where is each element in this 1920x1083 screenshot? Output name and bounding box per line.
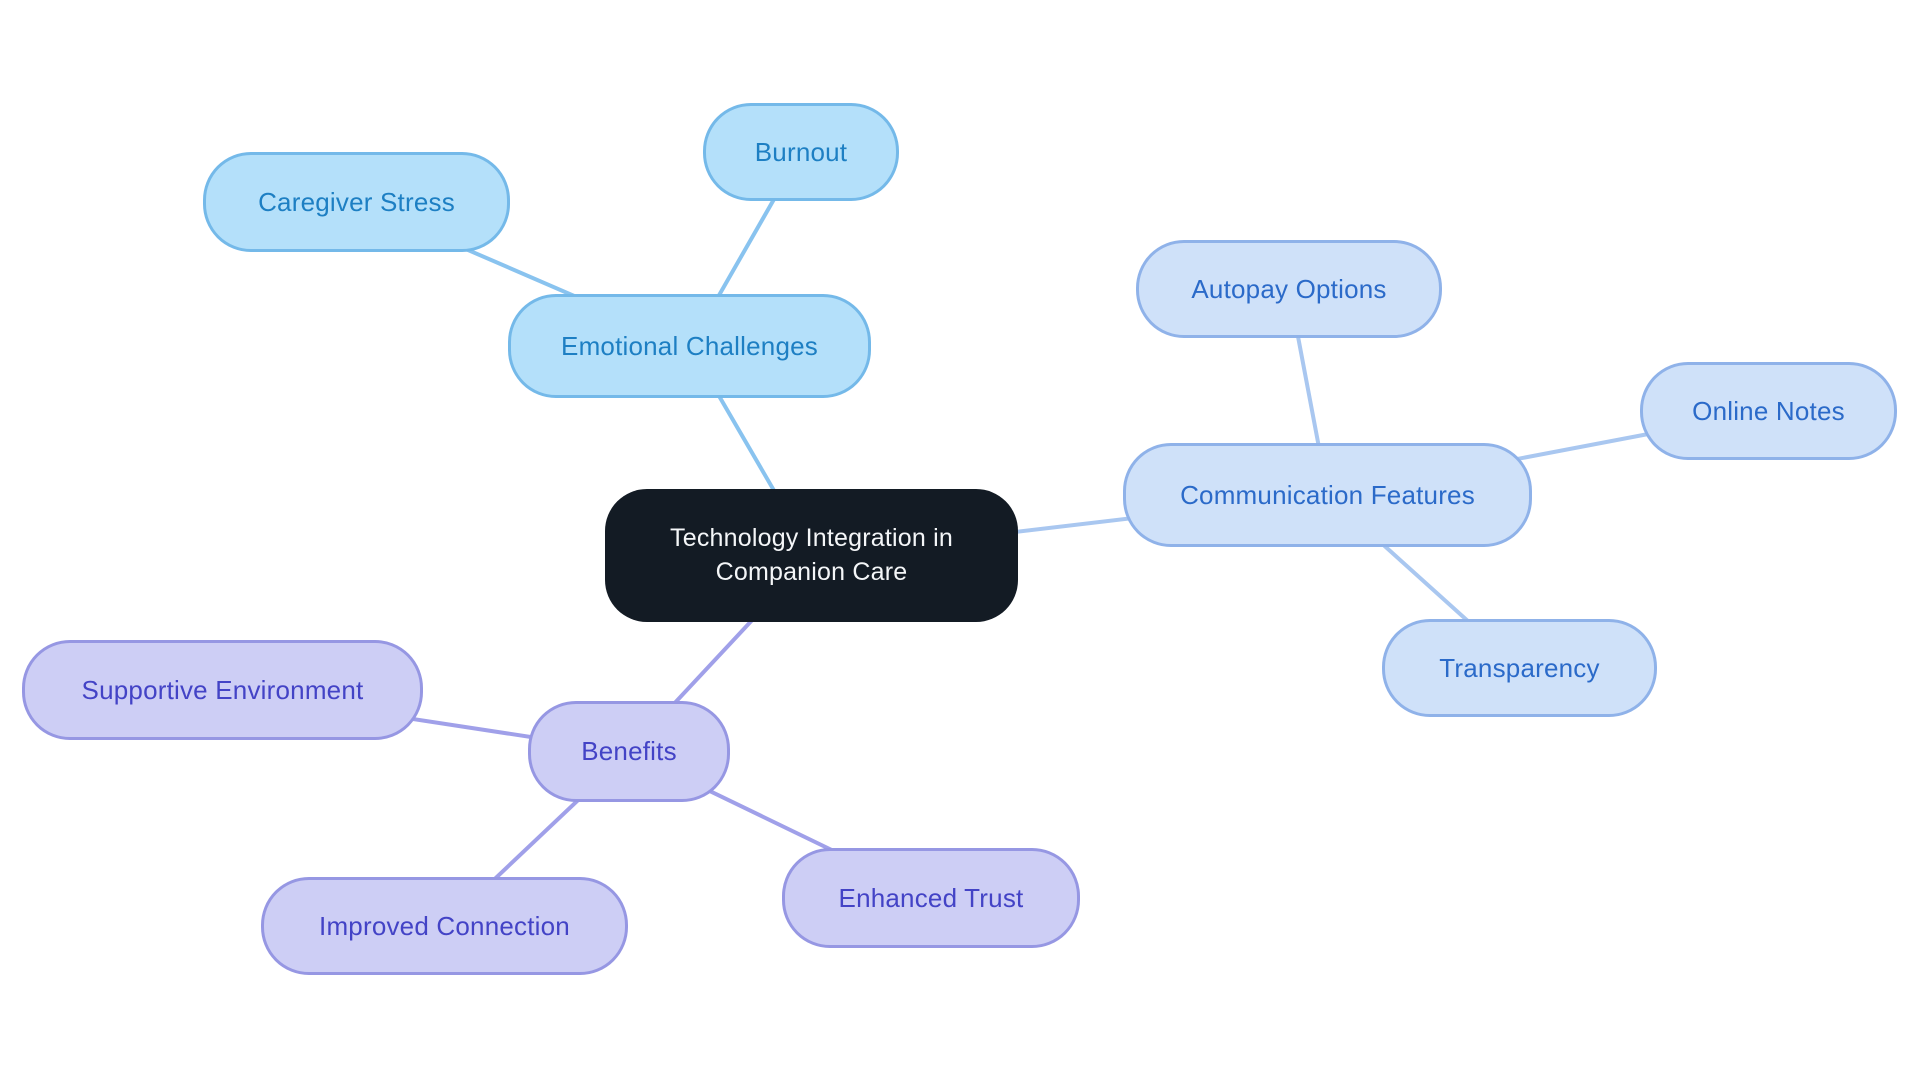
node-autopay-options[interactable]: Autopay Options [1136,240,1442,338]
node-burnout-label: Burnout [754,136,848,167]
node-improved-connection[interactable]: Improved Connection [261,877,628,975]
node-benefits-label: Benefits [581,736,677,766]
node-caregiver-stress-label: Caregiver Stress [258,186,455,217]
node-transparency-label: Transparency [1439,652,1600,683]
node-enhanced-trust-label: Enhanced Trust [838,882,1024,913]
node-communication-features[interactable]: Communication Features [1123,443,1532,547]
node-improved-connection-label: Improved Connection [319,910,570,941]
node-autopay-options-label: Autopay Options [1191,273,1387,304]
node-online-notes-label: Online Notes [1692,395,1845,426]
node-caregiver-stress[interactable]: Caregiver Stress [203,152,510,252]
node-supportive-environment[interactable]: Supportive Environment [22,640,423,740]
node-supportive-environment-label: Supportive Environment [81,674,364,705]
node-benefits[interactable]: Benefits [528,701,730,802]
node-emotional-challenges[interactable]: Emotional Challenges [508,294,871,398]
node-enhanced-trust[interactable]: Enhanced Trust [782,848,1080,948]
node-root-label: Technology Integration in Companion Care [670,523,953,586]
node-transparency[interactable]: Transparency [1382,619,1657,717]
node-burnout[interactable]: Burnout [703,103,899,201]
node-emotional-challenges-label: Emotional Challenges [561,330,818,361]
node-root[interactable]: Technology Integration in Companion Care [605,489,1018,622]
node-online-notes[interactable]: Online Notes [1640,362,1897,460]
node-communication-features-label: Communication Features [1180,479,1475,510]
